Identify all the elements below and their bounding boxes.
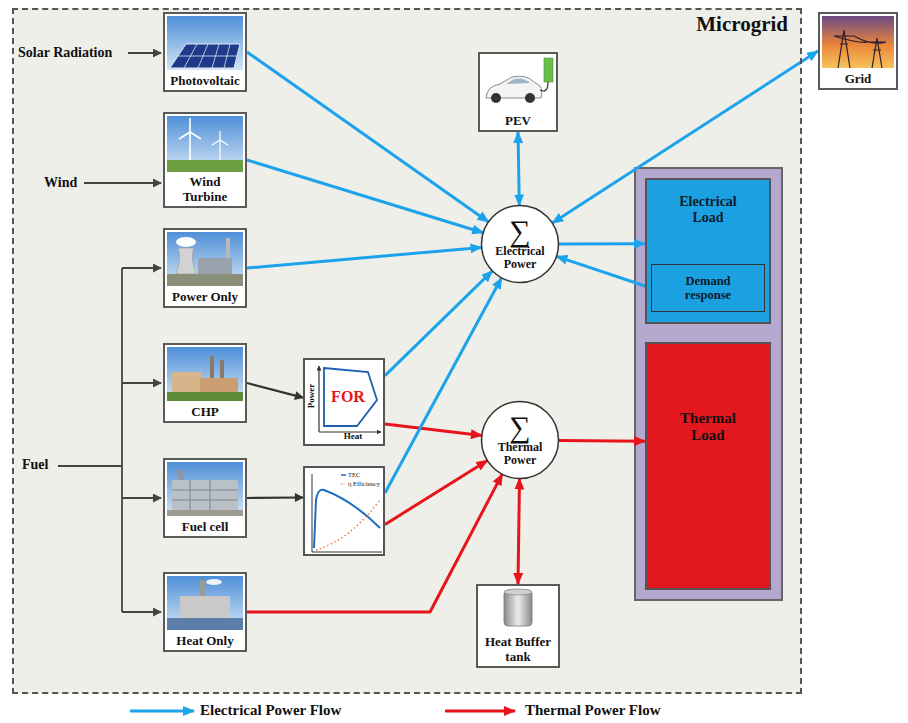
legend-text: Thermal Power Flow: [525, 701, 661, 719]
node-label: Heat Only: [167, 633, 243, 648]
source-box: Photovoltaic: [163, 12, 247, 92]
input-leader-lines: [58, 53, 161, 612]
node-label: Power Only: [167, 289, 243, 304]
node-label: Thermal Power: [487, 441, 553, 467]
grid-box: Grid: [818, 12, 898, 90]
node-label: Grid: [822, 71, 894, 86]
operating-region-chart: FOR PowerHeat: [303, 358, 385, 446]
load-frame: [635, 168, 782, 600]
source-box: CHP: [163, 343, 247, 423]
efficiency-plot: [312, 474, 382, 552]
legend-text: Electrical Power Flow: [200, 701, 341, 719]
electrical-flow-arrow: [518, 132, 519, 206]
source-box: Fuel cell: [163, 458, 247, 538]
node-label: CHP: [167, 404, 243, 419]
microgrid-ground: [12, 8, 802, 694]
sum-symbol: ∑: [509, 413, 530, 441]
node-label: Electrical Power: [487, 245, 553, 271]
axis-label: Heat: [325, 431, 381, 441]
chart-legend-text: TEC: [348, 471, 360, 479]
node-label: Fuel cell: [167, 519, 243, 534]
source-box: Power Only: [163, 228, 247, 308]
source-box: Heat Only: [163, 572, 247, 652]
electrical-flow-arrow: [247, 247, 482, 268]
chart-legend-text: η Efficiency: [348, 480, 380, 488]
node-label: Wind Turbine: [167, 174, 243, 204]
sum-symbol: ∑: [509, 217, 530, 245]
node-label: Photovoltaic: [167, 73, 243, 88]
node-label: Demand response: [668, 274, 748, 302]
summation-outline: [482, 402, 559, 479]
electrical-flow-arrow: [559, 242, 646, 245]
input-label: Fuel: [22, 457, 48, 473]
chp-plant-picture: [167, 347, 243, 401]
thermal-flow-arrow: [559, 439, 646, 443]
input-label: Solar Radiation: [18, 45, 112, 61]
thermal-flow-arrow: [247, 474, 502, 612]
heat-plant-picture: [167, 576, 243, 630]
load-box: Electrical LoadDemand response: [645, 178, 771, 324]
node-label: Thermal Load: [668, 410, 748, 444]
input-label: Wind: [44, 175, 77, 191]
source-box: Wind Turbine: [163, 112, 247, 208]
electrical-flow-arrow: [247, 160, 483, 233]
fuel-flow-arrow: [247, 383, 303, 398]
efficiency-chart: TECη Efficiency: [303, 466, 385, 556]
tank-picture: [504, 589, 532, 626]
thermal-flow-arrow: [385, 424, 482, 436]
node-label: PEV: [482, 113, 554, 128]
fuel-cell-picture: [167, 462, 243, 516]
axis-label: Power: [306, 376, 316, 416]
node-label: Heat Buffer tank: [480, 634, 556, 664]
electrical-flow-arrow: [557, 256, 652, 288]
load-box: Thermal Load: [645, 342, 771, 590]
grid-picture: [822, 16, 894, 68]
thermal-flow-arrow: [385, 460, 487, 524]
storage-box: Heat Buffer tank: [476, 584, 560, 668]
region-label: FOR: [323, 388, 373, 406]
summation-node: ∑Thermal Power: [480, 400, 560, 480]
demand-response-box: Demand response: [651, 264, 765, 312]
box-grounds: [163, 12, 898, 668]
summation-outline: [482, 206, 559, 283]
thermal-flow-arrow: [518, 479, 520, 585]
summation-node: ∑Electrical Power: [480, 204, 560, 284]
wind-turbine-picture: [167, 116, 243, 172]
node-label: Electrical Load: [665, 194, 751, 226]
region-title: Microgrid: [696, 12, 788, 36]
operating-region-plot: [319, 366, 381, 432]
ev-picture: [486, 58, 553, 103]
ev-box: PEV: [478, 52, 558, 132]
fuel-flow-arrow: [247, 496, 303, 499]
power-plant-picture: [167, 232, 243, 286]
microgrid-boundary: MicrogridPhotovoltaicWind TurbinePower O…: [12, 8, 802, 694]
photovoltaic-picture: [167, 16, 243, 70]
